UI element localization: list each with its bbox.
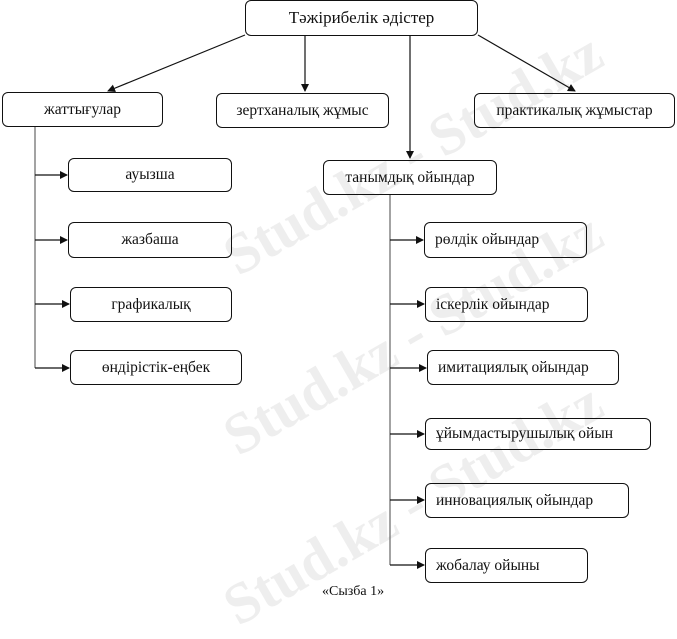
node-game-type: имитациялық ойындар (427, 350, 619, 385)
node-cognitive-games: танымдық ойындар (323, 160, 497, 195)
arrow-to-practical-work (477, 34, 576, 92)
node-game-type: ұйымдастырушылық ойын (425, 418, 651, 450)
node-game-type: инновациялық ойындар (425, 483, 629, 518)
node-game-type: іскерлік ойындар (425, 287, 588, 322)
connector-lines (34, 34, 576, 569)
node-exercise-type: өндірістік-еңбек (70, 350, 242, 385)
node-exercise-type: ауызша (68, 158, 232, 192)
node-game-type: жобалау ойыны (425, 548, 588, 583)
node-practical-work: практикалық жұмыстар (474, 93, 675, 128)
node-exercise-type: графикалық (70, 287, 232, 322)
arrow-to-exercises (107, 34, 246, 93)
node-game-type: рөлдік ойындар (424, 222, 587, 258)
root-node: Тәжірибелік әдістер (245, 0, 478, 36)
figure-caption: «Сызба 1» (322, 584, 385, 599)
node-exercise-type: жазбаша (68, 222, 232, 258)
node-exercises: жаттығулар (2, 92, 163, 127)
node-lab-work: зертханалық жұмыс (216, 93, 389, 128)
